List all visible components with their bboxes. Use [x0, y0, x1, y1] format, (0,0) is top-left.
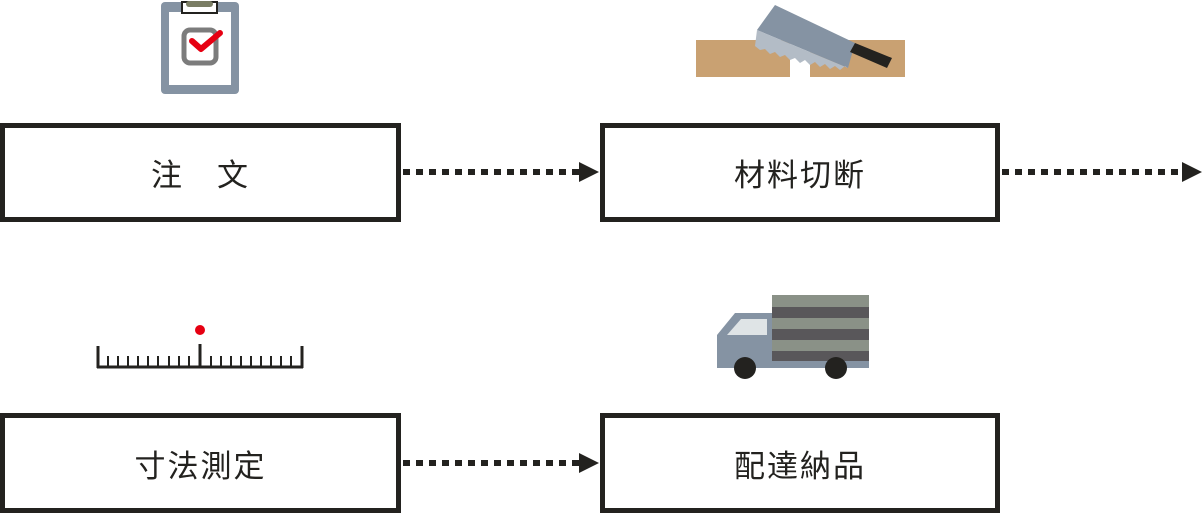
step-box-order: 注 文 [0, 123, 401, 222]
step-label: 寸法測定 [134, 448, 267, 485]
step-box-delivery: 配達納品 [600, 413, 1000, 513]
flow-arrow-cutting-to-next [1002, 162, 1202, 182]
step-box-material-cutting: 材料切断 [600, 123, 1000, 222]
step-label: 注 文 [151, 158, 250, 194]
step-label: 材料切断 [734, 158, 866, 194]
clipboard-check-icon [161, 1, 239, 94]
flow-arrow-order-to-cutting [403, 162, 599, 182]
step-label: 配達納品 [734, 448, 866, 485]
delivery-truck-icon [717, 295, 869, 379]
ruler-icon [96, 325, 304, 369]
saw-cutting-wood-icon [696, 5, 905, 77]
flow-arrow-measurement-to-delivery [403, 453, 599, 473]
step-box-measurement: 寸法測定 [0, 413, 401, 513]
